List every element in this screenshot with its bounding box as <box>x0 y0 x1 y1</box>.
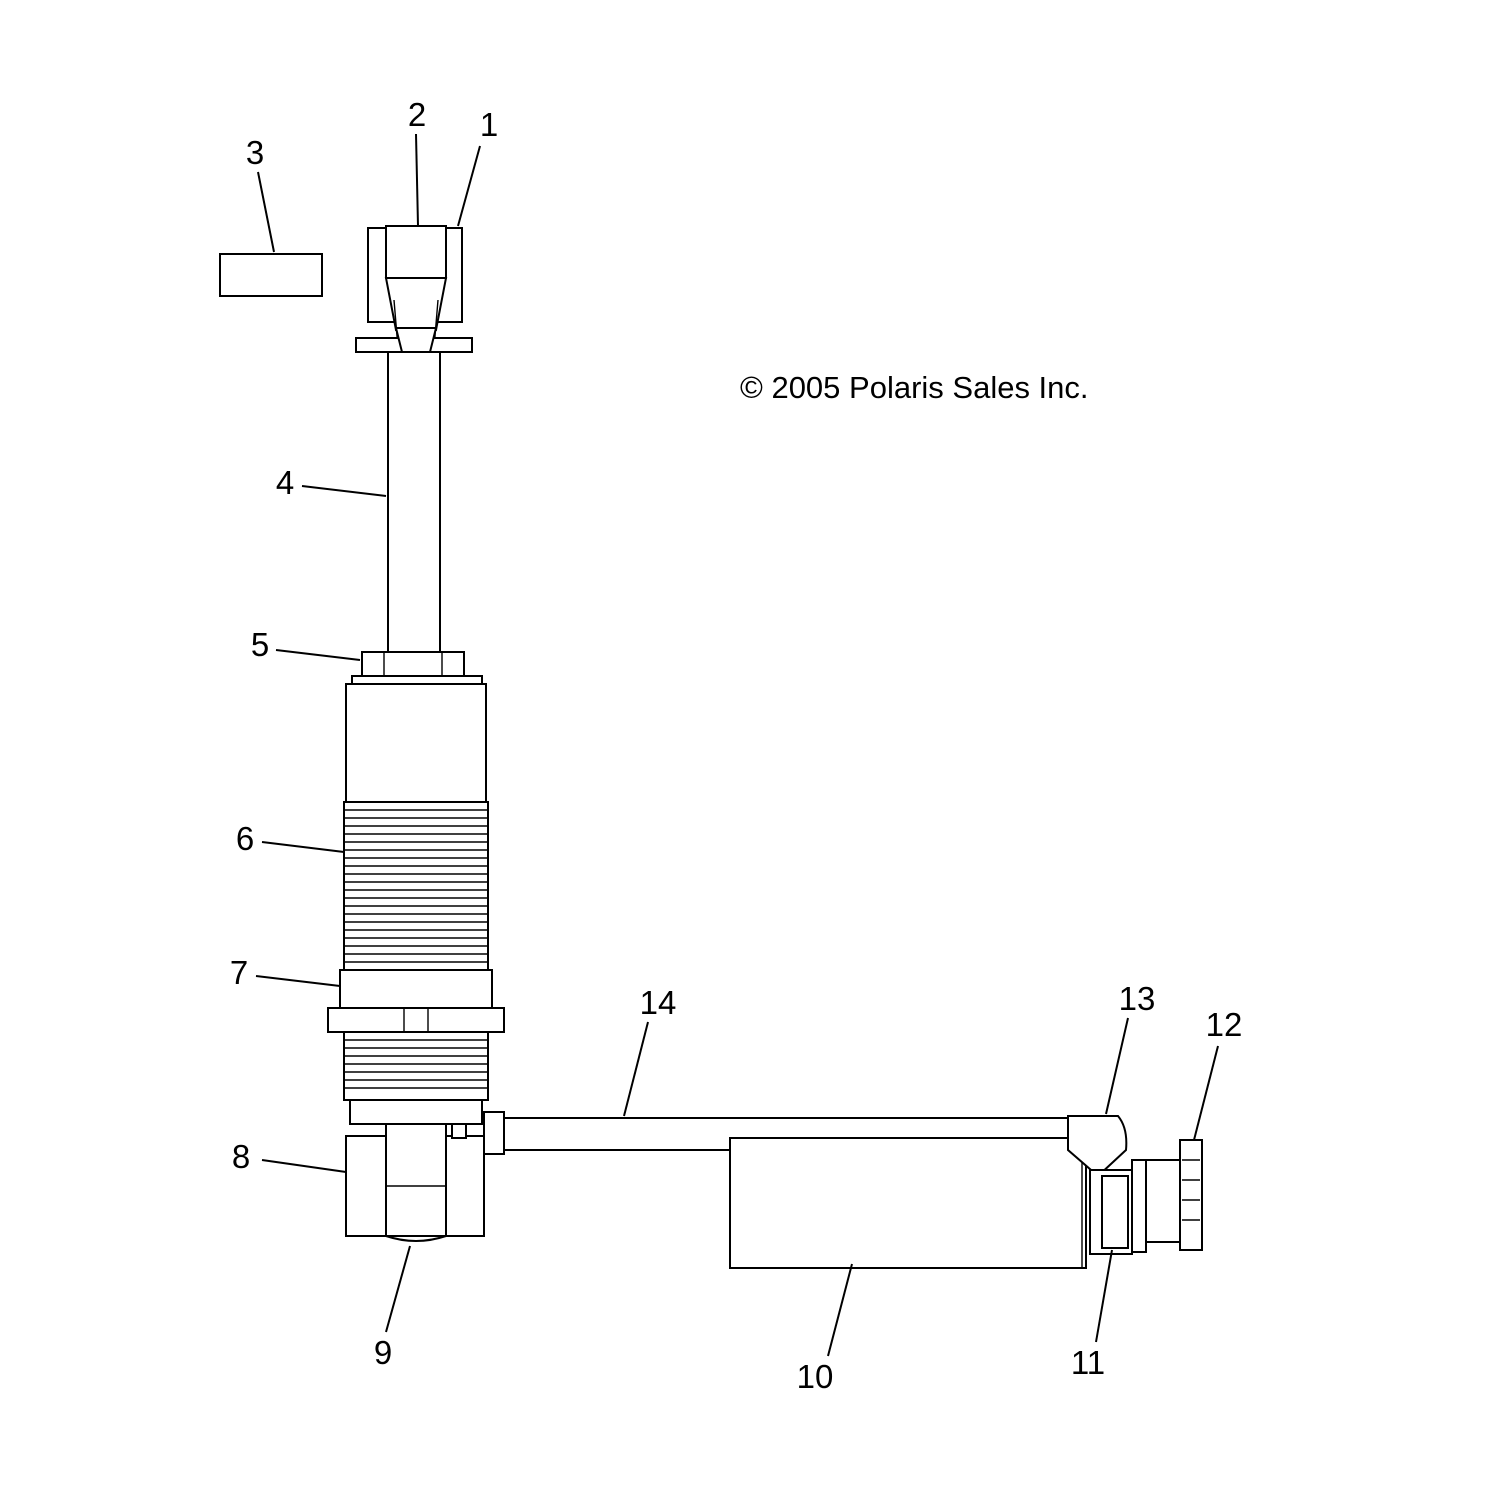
part-5-nut <box>351 651 483 685</box>
callout-6: 6 <box>236 820 254 857</box>
callout-13: 13 <box>1119 980 1156 1017</box>
leader-lines <box>255 133 1219 1357</box>
callout-9: 9 <box>374 1334 392 1371</box>
leader-2 <box>415 133 419 227</box>
part-6-threaded-body <box>343 801 489 971</box>
callout-1: 1 <box>480 106 498 143</box>
leader-8 <box>261 1159 347 1173</box>
leader-13 <box>1105 1017 1129 1115</box>
callout-5: 5 <box>251 626 269 663</box>
leader-14 <box>623 1021 649 1117</box>
leader-1 <box>457 145 481 227</box>
part-7-adjuster-collar <box>327 969 505 1033</box>
part-4-shaft <box>387 351 441 653</box>
leader-3 <box>257 171 275 253</box>
leader-5 <box>275 649 361 661</box>
shock-body-lower-threads <box>343 1031 489 1125</box>
leader-11 <box>1095 1249 1113 1343</box>
leader-7 <box>255 975 341 987</box>
leader-9 <box>385 1245 411 1333</box>
part-10-reservoir <box>729 1137 1087 1269</box>
callout-3: 3 <box>246 134 264 171</box>
part-9-bottom-bushing <box>385 1235 447 1242</box>
callout-numbers: 1 2 3 4 5 6 7 8 9 10 11 12 13 14 <box>230 96 1243 1395</box>
callout-2: 2 <box>408 96 426 133</box>
callout-12: 12 <box>1206 1006 1243 1043</box>
leader-6 <box>261 841 345 853</box>
callout-7: 7 <box>230 954 248 991</box>
part-11-end-cap <box>1089 1159 1147 1255</box>
part-13-hose-fitting <box>1067 1115 1128 1178</box>
leader-4 <box>301 485 387 497</box>
callout-14: 14 <box>640 984 677 1021</box>
leader-12 <box>1193 1045 1219 1141</box>
leader-10 <box>827 1263 853 1357</box>
shock-body-upper <box>345 683 487 803</box>
callout-11: 11 <box>1071 1344 1105 1381</box>
part-1-2-top-eyelet <box>355 225 473 353</box>
callout-8: 8 <box>232 1138 250 1175</box>
copyright-notice: © 2005 Polaris Sales Inc. <box>740 370 1089 405</box>
callout-10: 10 <box>797 1358 834 1395</box>
callout-4: 4 <box>276 464 294 501</box>
part-12-adjuster-knob <box>1145 1139 1203 1251</box>
part-8-bottom-eyelet <box>345 1123 485 1237</box>
part-3-spacer <box>219 253 323 297</box>
